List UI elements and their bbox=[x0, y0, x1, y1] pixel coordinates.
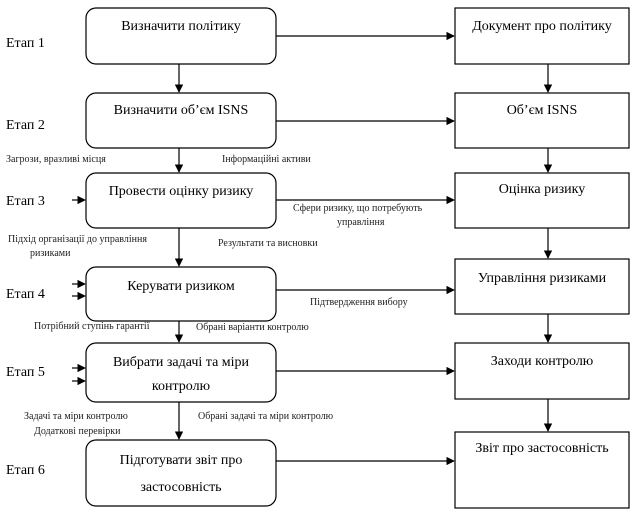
process-box-define-scope bbox=[85, 92, 277, 149]
doc-box-policy bbox=[454, 7, 630, 65]
process-box-prepare-soa-label-1: Підготувати звіт про bbox=[120, 453, 243, 468]
stage-label-5: Етап 5 bbox=[6, 365, 45, 380]
annotation-approach-1: Підхід організації до управління bbox=[8, 234, 147, 245]
process-box-prepare-soa bbox=[85, 439, 277, 507]
process-box-risk-assessment-label: Провести оцінку ризику bbox=[109, 184, 254, 199]
annotation-chosen-controls: Обрані варіанти контролю bbox=[196, 322, 309, 333]
process-box-manage-risk-label: Керувати ризиком bbox=[127, 279, 235, 294]
process-box-select-controls bbox=[85, 342, 277, 403]
annotation-assurance: Потрібний ступінь гарантії bbox=[34, 321, 150, 332]
annotation-tasks-controls: Задачі та міри контролю bbox=[24, 411, 128, 422]
annotation-risk-areas-1: Сфери ризику, що потребують bbox=[293, 203, 423, 214]
annotation-info-assets: Інформаційні активи bbox=[222, 154, 311, 165]
annotation-risk-areas-2: управління bbox=[337, 217, 385, 228]
doc-box-risk-assessment-label: Оцінка ризику bbox=[499, 182, 585, 197]
stage-label-2: Етап 2 bbox=[6, 118, 45, 133]
annotation-chosen-tasks: Обрані задачі та міри контролю bbox=[198, 411, 334, 422]
stage-label-6: Етап 6 bbox=[6, 463, 45, 478]
process-box-risk-assessment bbox=[85, 172, 277, 229]
annotation-additional-checks: Додаткові перевірки bbox=[34, 426, 121, 437]
process-box-define-scope-label: Визначити об’єм ISNS bbox=[114, 103, 249, 118]
process-box-select-controls-label-1: Вибрати задачі та міри bbox=[113, 355, 250, 370]
doc-box-soa bbox=[454, 431, 630, 509]
process-box-define-policy bbox=[85, 7, 277, 65]
process-box-define-policy-label: Визначити політику bbox=[121, 19, 241, 34]
annotation-threats: Загрози, вразливі місця bbox=[6, 154, 106, 165]
stage-label-3: Етап 3 bbox=[6, 194, 45, 209]
doc-box-risk-management-label: Управління ризиками bbox=[478, 271, 607, 286]
process-box-manage-risk bbox=[85, 266, 277, 322]
doc-box-risk-assessment bbox=[454, 172, 630, 229]
annotation-results: Результати та висновки bbox=[218, 238, 318, 249]
process-box-select-controls-label-2: контролю bbox=[152, 379, 210, 394]
process-box-prepare-soa-label-2: застосовність bbox=[140, 480, 221, 495]
doc-box-risk-management bbox=[454, 258, 630, 315]
stage-label-4: Етап 4 bbox=[6, 287, 45, 302]
annotation-approach-2: ризиками bbox=[30, 248, 71, 259]
doc-box-controls bbox=[454, 342, 630, 400]
doc-box-controls-label: Заходи контролю bbox=[491, 354, 594, 369]
doc-box-scope bbox=[454, 92, 630, 149]
stage-label-1: Етап 1 bbox=[6, 36, 45, 51]
doc-box-policy-label: Документ про політику bbox=[472, 19, 612, 34]
annotation-confirmation: Підтвердження вибору bbox=[310, 297, 408, 308]
doc-box-soa-label: Звіт про застосовність bbox=[475, 441, 608, 456]
doc-box-scope-label: Об’єм ISNS bbox=[507, 103, 578, 118]
